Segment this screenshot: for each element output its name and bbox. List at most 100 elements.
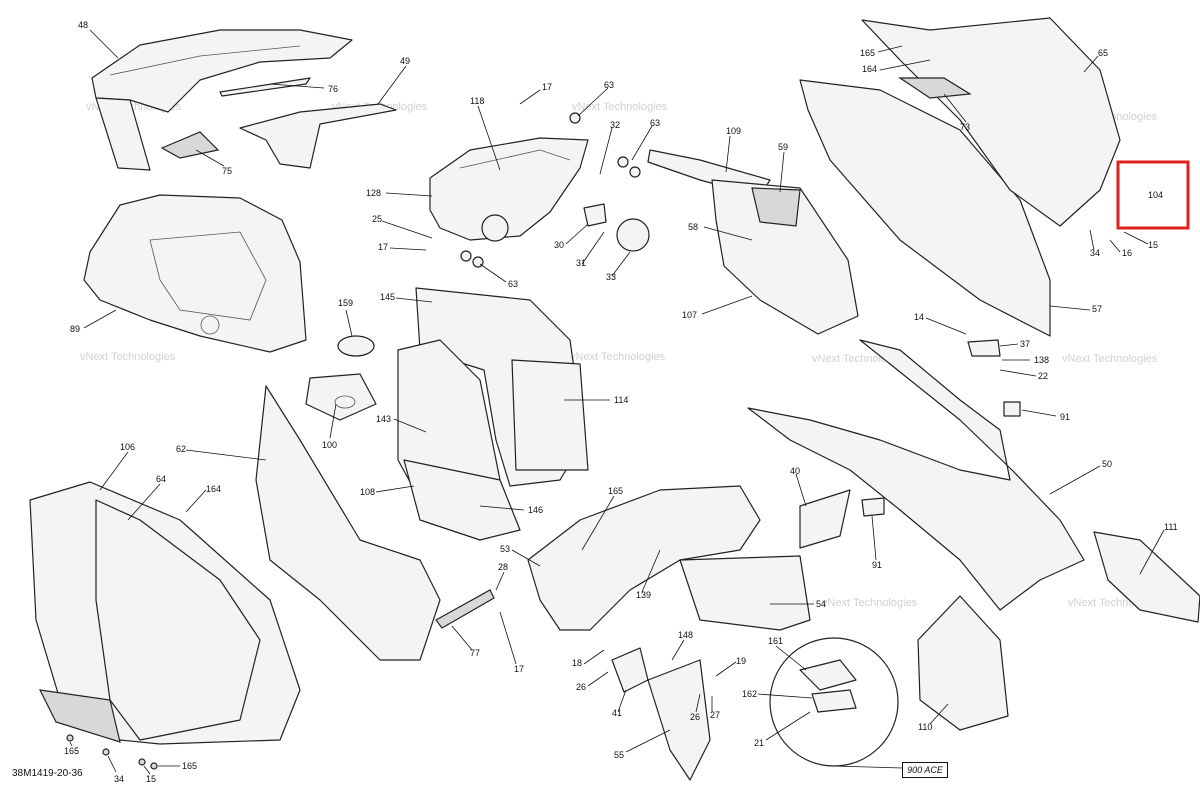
watermark: vNext Technologies [80,351,176,363]
part-77-strip [435,589,495,629]
callout-31: 31 [576,258,586,268]
part-64-inner-panel [95,499,261,741]
callout-15: 15 [1148,240,1158,250]
callout-63: 63 [508,279,518,289]
part-118-headlight [429,137,589,241]
callout-33: 33 [606,272,616,282]
highlight-box-104 [1116,160,1190,230]
callout-26: 26 [576,682,586,692]
callout-15: 15 [146,774,156,784]
callout-34: 34 [1090,248,1100,258]
part-91-knob [861,497,885,517]
callout-108: 108 [360,487,375,497]
callout-32: 32 [610,120,620,130]
callout-64: 64 [156,474,166,484]
callout-73: 73 [960,122,970,132]
callout-30: 30 [554,240,564,250]
fastener-165 [150,762,158,770]
part-53-panel [527,485,761,631]
callout-104: 104 [1148,190,1163,200]
callout-111: 111 [1164,522,1178,532]
part-58-panel [711,179,859,335]
callout-16: 16 [1122,248,1132,258]
callout-59: 59 [778,142,788,152]
fastener-15 [138,758,146,766]
drawing-number: 38M1419-20-36 [12,768,83,779]
callout-148: 148 [678,630,693,640]
callout-28: 28 [498,562,508,572]
callout-75: 75 [222,166,232,176]
callout-143: 143 [376,414,391,424]
callout-34: 34 [114,774,124,784]
part-49-side-panel [239,103,397,169]
callout-53: 53 [500,544,510,554]
part-63-grommet [617,156,629,168]
callout-128: 128 [366,188,381,198]
watermark: vNext Technologies [822,597,918,609]
callout-57: 57 [1092,304,1102,314]
part-59-lens [751,187,801,227]
callout-54: 54 [816,599,826,609]
part-161-detail [799,659,857,691]
callout-49: 49 [400,56,410,66]
callout-165: 165 [608,486,623,496]
callout-40: 40 [790,466,800,476]
callout-17: 17 [542,82,552,92]
callout-17: 17 [378,242,388,252]
callout-145: 145 [380,292,395,302]
callout-76: 76 [328,84,338,94]
callout-18: 18 [572,658,582,668]
part-30-bulb [583,203,607,227]
callout-17: 17 [514,664,524,674]
part-65-upper-trim [861,17,1121,227]
callout-63: 63 [604,80,614,90]
callout-41: 41 [612,708,622,718]
callout-48: 48 [78,20,88,30]
callout-65: 65 [1098,48,1108,58]
callout-25: 25 [372,214,382,224]
callout-165: 165 [182,761,197,771]
callout-162: 162 [742,689,757,699]
part-55-bracket [647,659,711,781]
part-114-lens [511,359,589,471]
callout-106: 106 [120,442,135,452]
part-75-vent-grille [160,131,220,159]
callout-50: 50 [1102,459,1112,469]
callout-164: 164 [206,484,221,494]
callout-19: 19 [736,656,746,666]
variant-label: 900 ACE [902,762,948,778]
watermark: vNext Technologies [570,351,666,363]
fastener-34 [102,748,110,756]
callout-164: 164 [862,64,877,74]
part-159-ring [337,335,375,357]
part-37-bracket [967,339,1001,357]
callout-89: 89 [70,324,80,334]
part-54-panel [679,555,811,631]
part-162-detail [811,689,857,713]
callout-37: 37 [1020,339,1030,349]
callout-107: 107 [682,310,697,320]
callout-14: 14 [914,312,924,322]
fastener-165 [66,734,74,742]
part-63-grommet [460,250,472,262]
callout-22: 22 [1038,371,1048,381]
callout-91: 91 [872,560,882,570]
part-89-dashboard [83,194,307,353]
watermark: vNext Technologies [572,101,668,113]
part-108-panel [403,459,521,541]
callout-100: 100 [322,440,337,450]
part-111-panel [1093,531,1200,623]
part-110-panel [917,595,1009,731]
callout-77: 77 [470,648,480,658]
callout-26: 26 [690,712,700,722]
part-lower-edge [38,689,121,743]
part-100-bracket [305,373,377,421]
part-73-vent [898,77,972,99]
part-63-grommet [569,112,581,124]
part-57-side-panel [799,79,1051,337]
callout-118: 118 [470,96,484,106]
part-headlight-lamp [481,214,509,242]
callout-165: 165 [64,746,79,756]
callout-63: 63 [650,118,660,128]
